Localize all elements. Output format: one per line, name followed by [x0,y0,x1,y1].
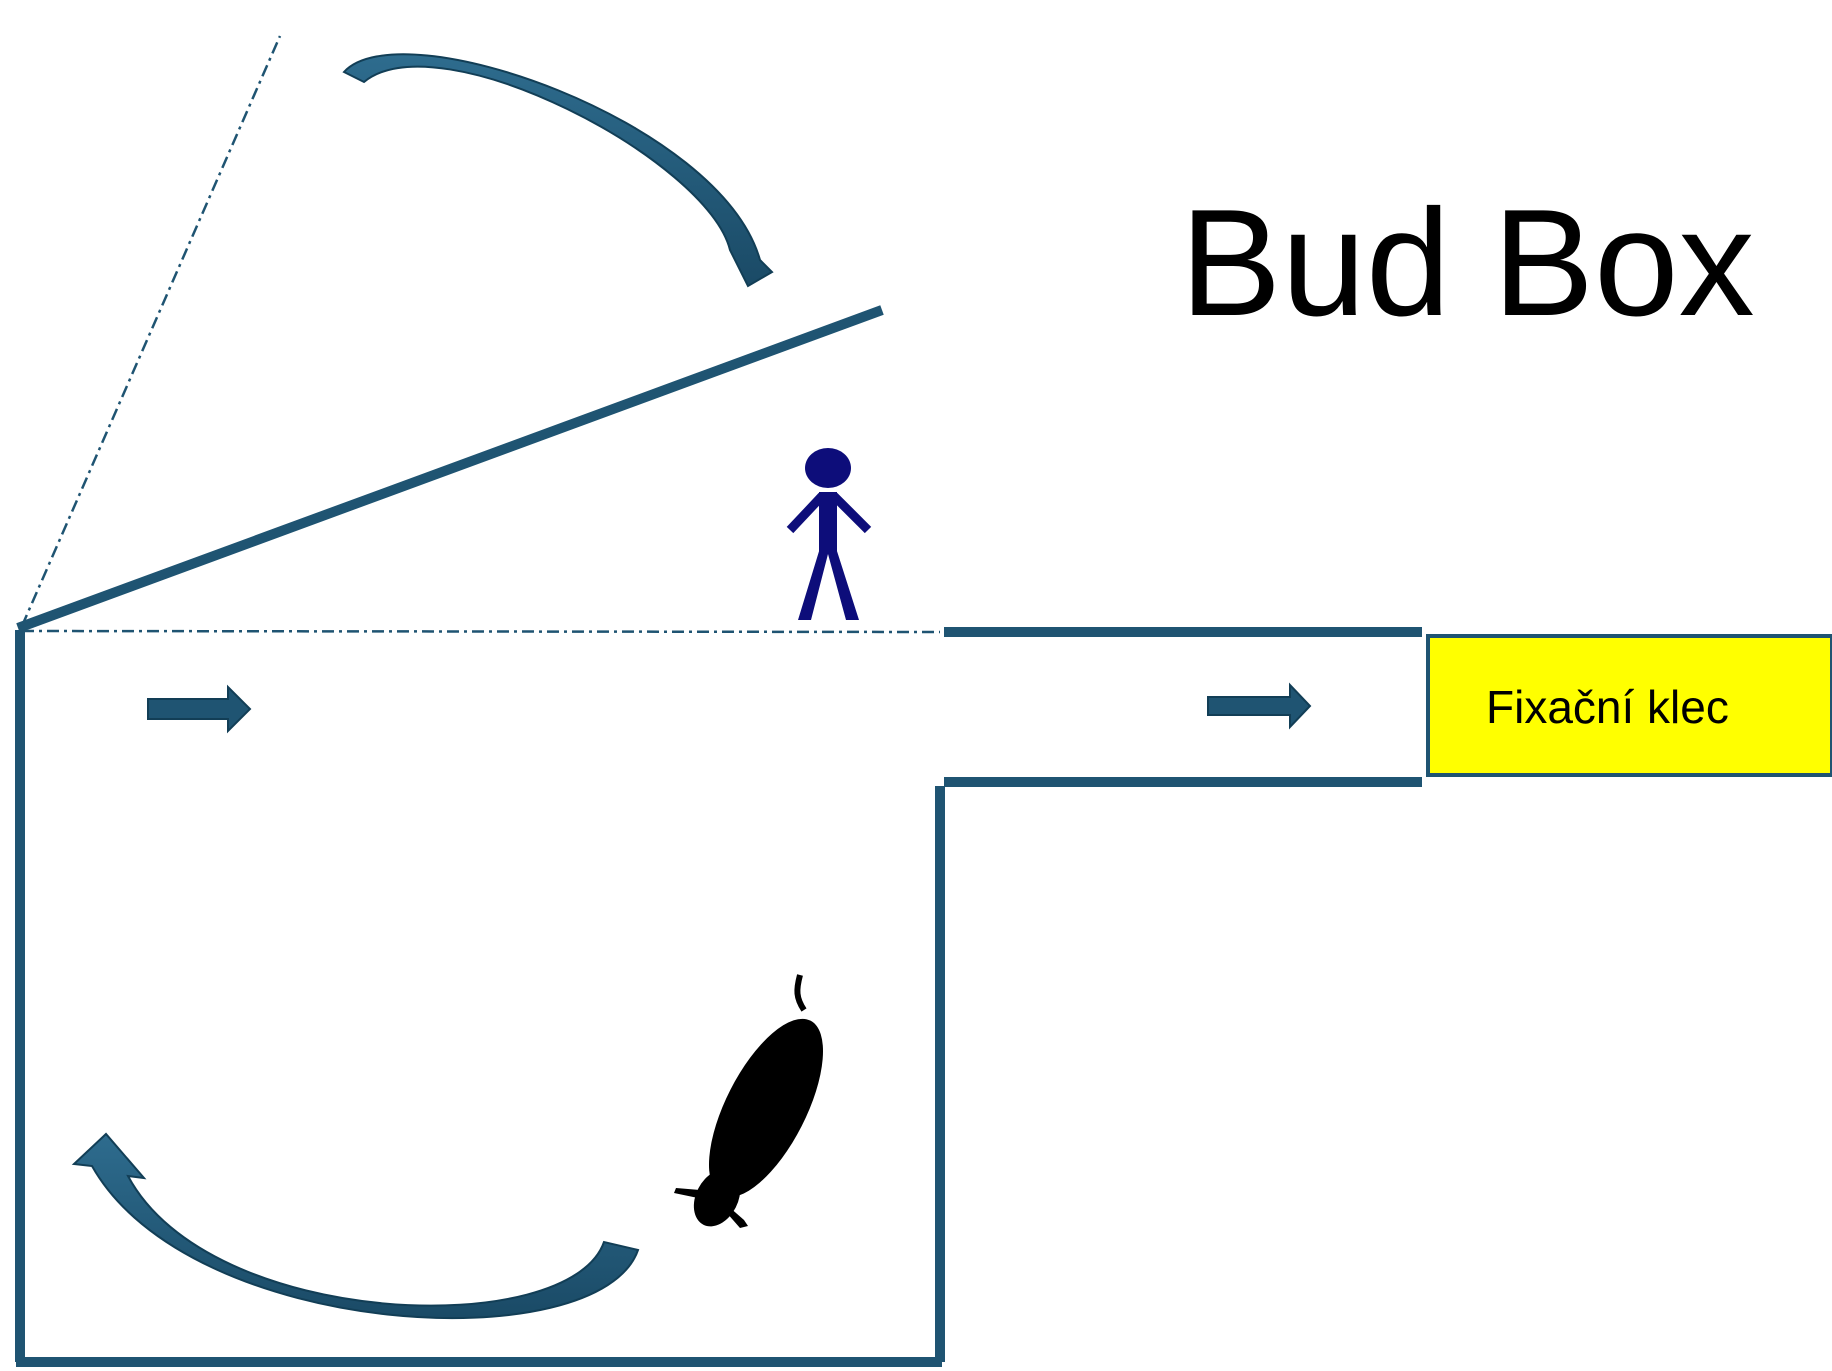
flow-arrow-pen-icon [147,684,252,734]
fixation-cage: Fixační klec [1426,634,1832,777]
diagram-title: Bud Box [1180,178,1755,348]
person-icon [786,448,872,620]
flow-arrow-alley-icon [1207,682,1312,730]
gate-closed-position [21,629,941,634]
cage-label: Fixační klec [1486,681,1729,733]
gate-swing-position [20,35,282,627]
cage-box [1426,634,1832,777]
gate-swing-arrow-icon [342,53,774,288]
gate-open [16,305,884,633]
cattle-top-view-icon [674,974,824,1228]
animal-turn-arrow-icon [71,1132,640,1320]
pen-walls [15,627,1422,1367]
